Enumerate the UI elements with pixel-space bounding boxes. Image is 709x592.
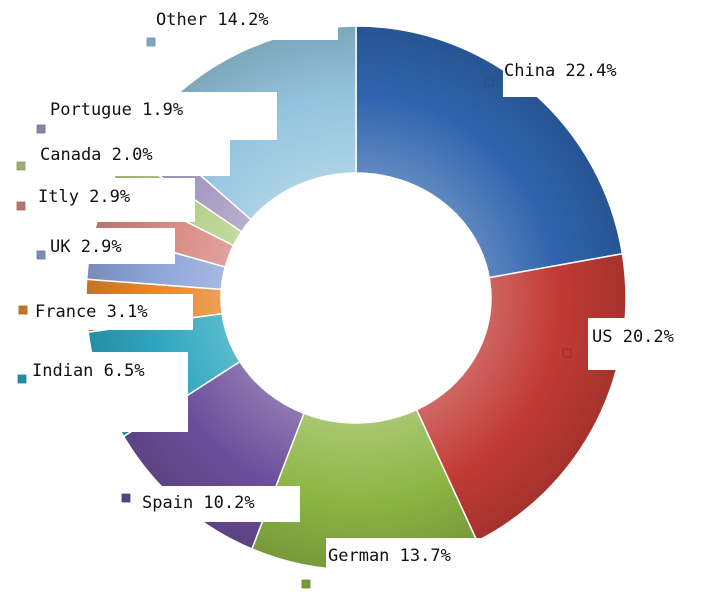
label-german: German 13.7%	[328, 546, 451, 566]
label-other: Other 14.2%	[156, 10, 269, 30]
label-box-portugue	[47, 92, 277, 140]
label-box-indian	[28, 352, 188, 432]
label-indian: Indian 6.5%	[32, 361, 145, 381]
label-box-canada	[30, 138, 230, 176]
label-marker-other	[146, 37, 156, 47]
label-marker-china	[484, 77, 494, 87]
label-marker-portugue	[36, 124, 46, 134]
label-us: US 20.2%	[592, 327, 674, 347]
label-marker-canada	[16, 161, 26, 171]
label-marker-spain	[121, 493, 131, 503]
label-box-us	[588, 318, 709, 370]
label-box-china	[503, 45, 663, 97]
label-marker-us	[562, 348, 572, 358]
label-box-uk	[47, 228, 175, 264]
label-china: China 22.4%	[504, 61, 617, 81]
labels: China 22.4% US 20.2% German 13.7% Spain 10.…	[16, 0, 709, 592]
label-box-other	[148, 0, 338, 40]
label-itly: Itly 2.9%	[38, 187, 130, 207]
label-box-itly	[35, 178, 195, 222]
label-box-france	[33, 294, 193, 330]
label-spain: Spain 10.2%	[142, 493, 255, 513]
label-marker-itly	[16, 201, 26, 211]
label-uk: UK 2.9%	[50, 237, 122, 257]
label-marker-france	[18, 305, 28, 315]
label-marker-uk	[36, 250, 46, 260]
label-box-german	[326, 538, 501, 592]
label-marker-german	[301, 579, 311, 589]
label-marker-indian	[17, 374, 27, 384]
label-box-spain	[140, 486, 300, 522]
label-france: France 3.1%	[35, 302, 148, 322]
label-portugue: Portugue 1.9%	[50, 100, 183, 120]
label-canada: Canada 2.0%	[40, 145, 153, 165]
slice-china	[355, 25, 624, 279]
